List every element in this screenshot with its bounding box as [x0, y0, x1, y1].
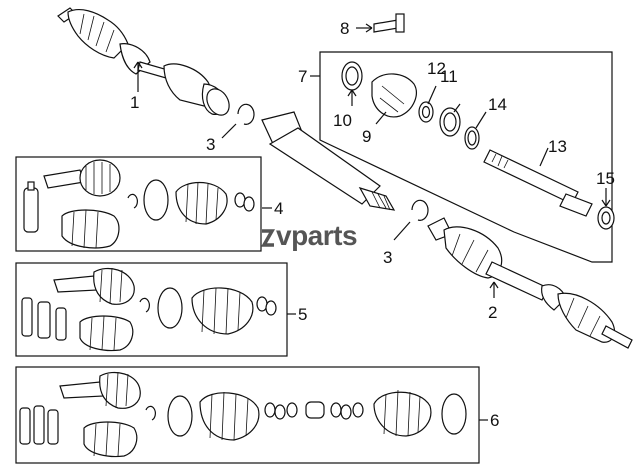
callout-4: 4: [274, 199, 283, 218]
snap-ring-3-upper: [237, 103, 255, 125]
bolt-8: [373, 13, 405, 33]
callout-8: 8: [340, 19, 349, 38]
callout-10: 10: [333, 111, 352, 130]
vparts-watermark: vparts: [260, 220, 358, 251]
axle-assembly-2: [427, 217, 633, 349]
callout-1: 1: [130, 93, 139, 112]
leader-lines: [133, 23, 611, 421]
callout-6: 6: [490, 411, 499, 430]
callout-3-upper: 3: [206, 135, 215, 154]
callout-9: 9: [362, 127, 371, 146]
callout-3-lower: 3: [383, 248, 392, 267]
bearing-bracket-9: [371, 73, 417, 118]
intermediate-shaft-3: [261, 111, 396, 211]
bearing-11: [439, 107, 461, 137]
callout-7: 7: [298, 67, 307, 86]
watermark-text: vparts: [276, 220, 357, 251]
callout-13: 13: [548, 137, 567, 156]
callout-5: 5: [298, 305, 307, 324]
box-5-outline: [15, 262, 288, 357]
axle-assembly-1: [57, 7, 230, 116]
box-4-outline: [15, 156, 262, 252]
callout-12: 12: [427, 59, 446, 78]
kit-4-parts: [23, 159, 255, 249]
kit-6-parts: [19, 371, 467, 458]
box-7-outline: [319, 51, 613, 263]
callout-2: 2: [488, 303, 497, 322]
seal-10: [341, 61, 363, 91]
shaft-13: [483, 149, 593, 217]
snap-ring-3-lower: [411, 199, 429, 221]
watermark-logo-mark: [260, 229, 276, 247]
ring-15: [597, 206, 615, 230]
kit-5-parts: [21, 267, 277, 352]
callout-15: 15: [596, 169, 615, 188]
callout-14: 14: [488, 95, 507, 114]
ring-14: [464, 126, 480, 150]
callout-11: 11: [440, 67, 458, 86]
box-6-outline: [15, 366, 480, 464]
seal-12: [418, 101, 434, 123]
